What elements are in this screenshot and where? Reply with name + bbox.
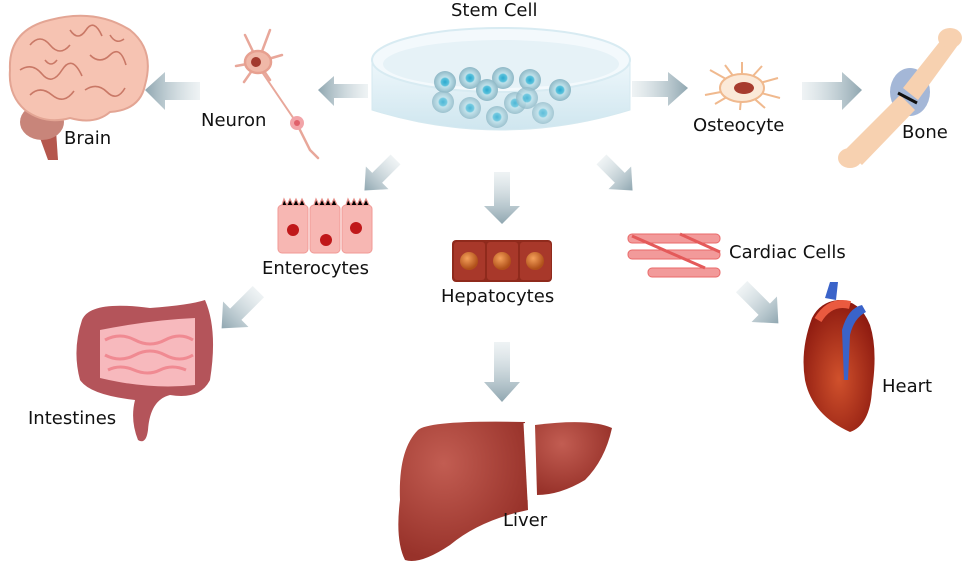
hepatocytes-illustration [452,240,552,282]
label-neuron: Neuron [201,110,267,131]
arrow-cardiac-to-heart [735,280,779,324]
arrow-stem-to-enterocytes [364,154,401,191]
enterocytes-illustration [277,197,373,254]
label-heart: Heart [882,376,933,397]
arrow-stem-to-neuron [318,76,368,106]
brain-illustration [8,14,149,160]
arrow-stem-to-hepatocytes [484,172,520,224]
label-osteocyte: Osteocyte [693,115,785,136]
label-bone: Bone [902,122,948,143]
neuron-illustration [234,28,320,160]
heart-illustration [803,282,875,432]
arrow-neuron-to-brain [145,72,200,110]
arrow-osteocyte-to-bone [802,72,862,110]
label-liver: Liver [503,510,548,531]
intestines-illustration [76,300,214,442]
label-enterocytes: Enterocytes [262,258,369,279]
osteocyte-illustration [704,62,781,111]
label-stem-cell: Stem Cell [451,0,538,21]
bone-illustration [838,28,962,168]
arrow-hepatocytes-to-liver [484,342,520,402]
arrow-enterocytes-to-intestines [221,285,265,329]
label-cardiac-cells: Cardiac Cells [729,242,846,263]
arrow-stem-to-osteocyte [632,72,688,106]
label-hepatocytes: Hepatocytes [441,286,555,307]
stem-cell-dish-illustration [371,27,631,131]
cardiac-cells-illustration [627,232,721,278]
arrow-stem-to-cardiac [596,154,633,191]
label-brain: Brain [64,128,112,149]
liver-illustration [398,421,612,561]
label-intestines: Intestines [28,408,117,429]
